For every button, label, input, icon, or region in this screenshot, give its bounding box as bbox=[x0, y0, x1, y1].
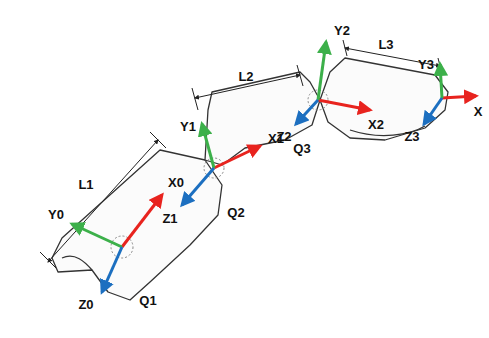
axis-label: Y1 bbox=[180, 120, 196, 133]
y-axis bbox=[440, 64, 442, 98]
z-axis bbox=[182, 168, 214, 205]
dimension-label: L3 bbox=[378, 38, 393, 51]
dimension-label: L1 bbox=[78, 178, 93, 191]
link-edge bbox=[62, 256, 92, 270]
y-axis bbox=[318, 42, 326, 100]
x-axis bbox=[318, 100, 370, 110]
joint-label: Q3 bbox=[293, 142, 310, 155]
axis-label: Y0 bbox=[48, 208, 64, 221]
axis-label: Y3 bbox=[418, 58, 434, 71]
x-axis bbox=[122, 195, 162, 247]
joint-label: Q2 bbox=[227, 206, 244, 219]
x-axis bbox=[442, 96, 476, 98]
joint-label: Q1 bbox=[139, 294, 156, 307]
axis-label: X0 bbox=[168, 176, 184, 189]
axis-label: X2 bbox=[368, 118, 384, 131]
joint-circles bbox=[111, 90, 328, 258]
axis-label: Z0 bbox=[78, 298, 93, 311]
dimension-line bbox=[48, 140, 158, 262]
finger-links bbox=[52, 58, 448, 300]
axis-label: Z3 bbox=[404, 130, 419, 143]
z-axis bbox=[424, 98, 442, 124]
axis-label: Z2 bbox=[276, 130, 291, 143]
z-axis bbox=[102, 247, 122, 292]
axis-label: X bbox=[474, 105, 483, 118]
proximal-link bbox=[52, 150, 222, 300]
x-axis bbox=[214, 146, 260, 168]
axis-label: Z1 bbox=[162, 212, 177, 225]
axis-label: Y2 bbox=[334, 24, 350, 37]
distal-link bbox=[320, 58, 448, 140]
dimension-label: L2 bbox=[238, 70, 253, 83]
y-axis bbox=[72, 224, 122, 247]
y-axis bbox=[202, 124, 214, 168]
z-axis bbox=[296, 100, 318, 124]
coordinate-axes bbox=[72, 42, 476, 292]
dimension-lines bbox=[40, 40, 442, 268]
